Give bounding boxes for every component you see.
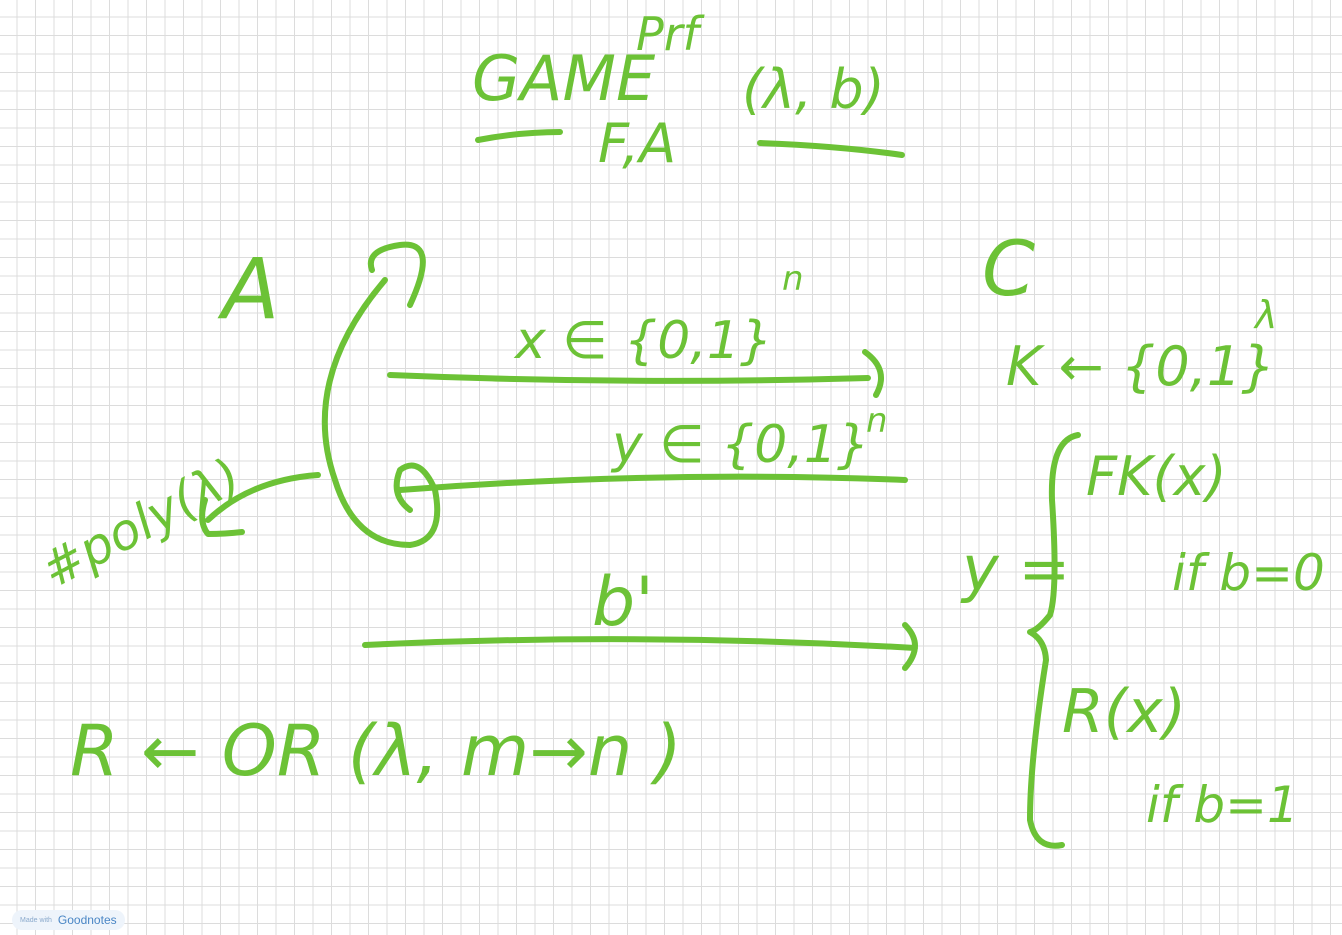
- poly-bound-label: #poly(λ): [32, 447, 250, 600]
- arrow-poly: [199, 472, 321, 537]
- case2-value: R(x): [1062, 677, 1186, 747]
- title-underline-right: [757, 140, 905, 158]
- msg-x-sup: n: [782, 259, 804, 299]
- title-superscript: Prf: [636, 7, 705, 61]
- case-brace: [1027, 432, 1081, 849]
- msg-y: y ∈ {0,1}: [610, 415, 870, 475]
- challenger-label: C: [982, 224, 1035, 313]
- msg-x: x ∈ {0,1}: [513, 311, 773, 371]
- watermark-prefix: Made with: [20, 916, 52, 924]
- title-args: (λ, b): [742, 58, 885, 121]
- watermark-brand: Goodnotes: [57, 913, 117, 927]
- case2-condition: if b=1: [1146, 776, 1299, 834]
- title-subscript: F,A: [598, 112, 676, 175]
- adversary-label: A: [217, 240, 279, 338]
- query-loop-arrow: [321, 241, 441, 548]
- title-underline-left: [475, 129, 563, 143]
- goodnotes-watermark: Made with Goodnotes: [12, 910, 125, 930]
- msg-b-prime: b': [592, 563, 654, 642]
- key-sup: λ: [1253, 293, 1278, 337]
- oracle-line: R ← OR (λ, m→n ): [70, 710, 682, 792]
- arrow-y-to-adversary: [397, 473, 908, 493]
- case1-condition: if b=0: [1172, 544, 1325, 602]
- arrow-x-to-challenger: [387, 349, 885, 398]
- case1-value: FK(x): [1086, 445, 1227, 508]
- title-game: GAME: [472, 42, 656, 115]
- msg-y-sup: n: [866, 401, 888, 441]
- key-line: K ← {0,1}: [1006, 335, 1276, 398]
- arrow-b-to-challenger: [362, 622, 918, 671]
